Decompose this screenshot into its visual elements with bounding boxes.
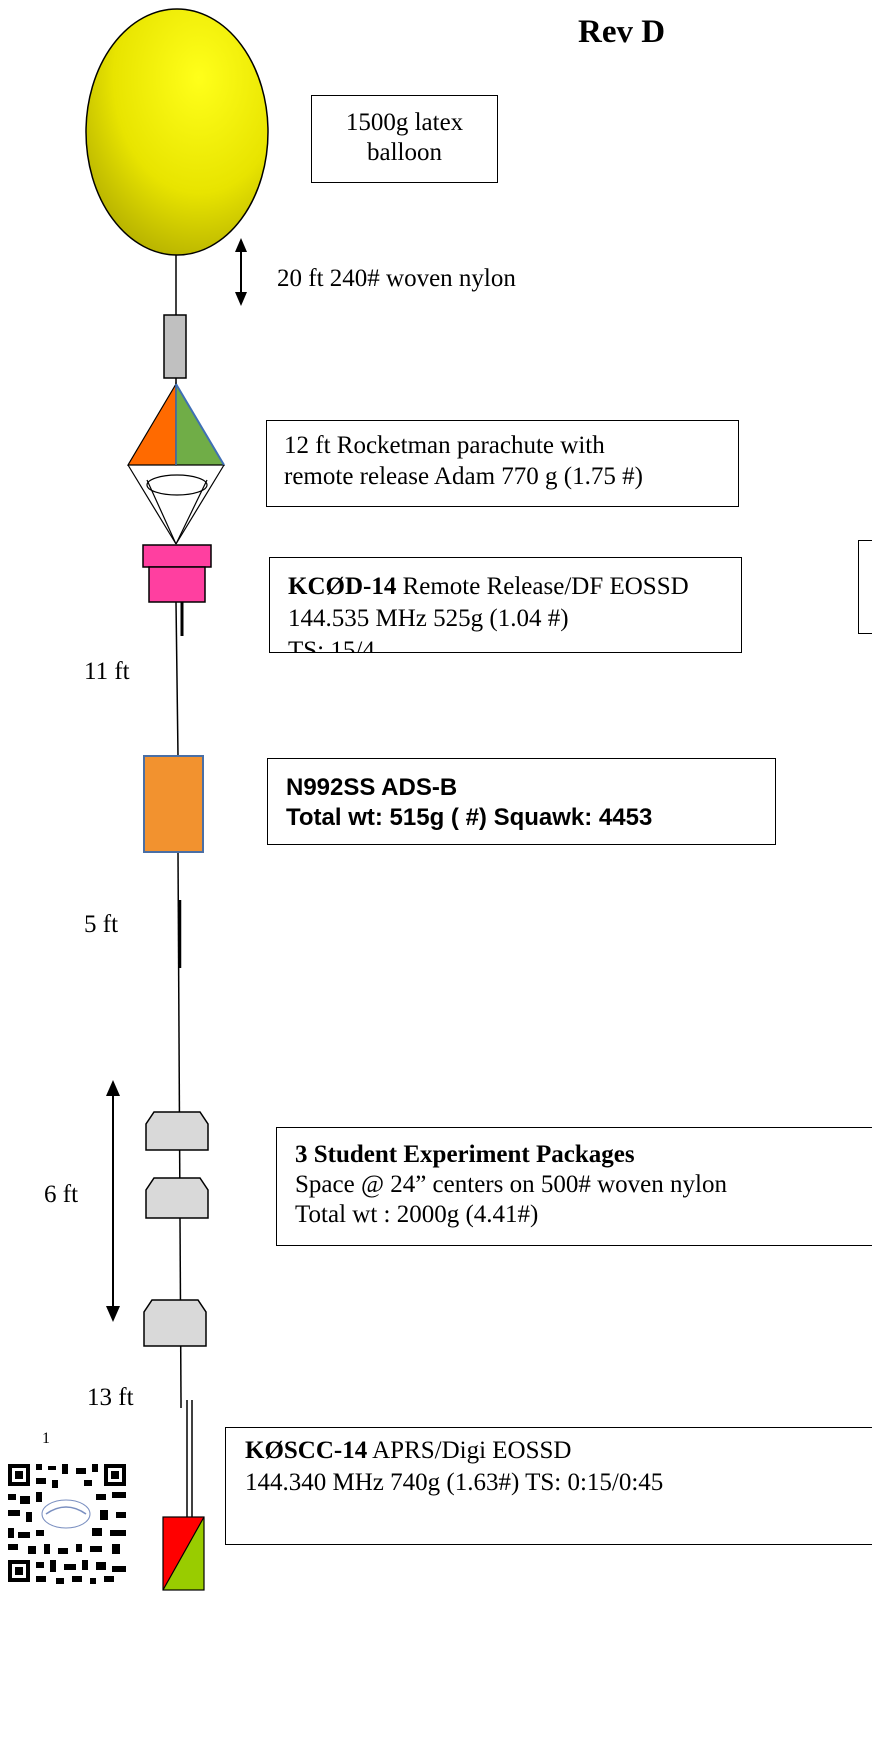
release-payload-box: KCØD-14 Remote Release/DF EOSSD 144.535 … xyxy=(269,557,742,653)
parachute-label-box: 12 ft Rocketman parachute with remote re… xyxy=(266,420,739,507)
length-arrow-6ft xyxy=(106,1080,120,1322)
aprs-payload-line1: KØSCC-14 APRS/Digi EOSSD xyxy=(245,1436,571,1466)
aprs-line1-rest: APRS/Digi EOSSD xyxy=(367,1437,572,1464)
aprs-callsign: KØSCC-14 xyxy=(245,1437,368,1464)
balloon xyxy=(85,8,269,256)
segment-label-5ft: 5 ft xyxy=(84,911,119,938)
page-number: 1 xyxy=(42,1430,50,1447)
parachute-label-line2: remote release Adam 770 g (1.75 #) xyxy=(284,463,643,490)
student-packages-line2: Space @ 24” centers on 500# woven nylon xyxy=(295,1171,727,1198)
tether-top-label: 20 ft 240# woven nylon xyxy=(277,265,516,292)
qr-code xyxy=(8,1464,126,1584)
segment-label-13ft: 13 ft xyxy=(87,1384,134,1411)
release-payload-line1: KCØD-14 Remote Release/DF EOSSD xyxy=(288,572,689,602)
aprs-payload-box: KØSCC-14 APRS/Digi EOSSD 144.340 MHz 740… xyxy=(225,1427,872,1545)
student-packages-box: 3 Student Experiment Packages Space @ 24… xyxy=(276,1127,872,1246)
swivel-connector xyxy=(163,314,187,379)
segment-label-6ft: 6 ft xyxy=(44,1181,79,1208)
main-tether-line xyxy=(175,601,179,757)
student-package xyxy=(143,1299,207,1347)
balloon-label-line2: balloon xyxy=(367,139,442,166)
student-packages-line3: Total wt : 2000g (4.41#) xyxy=(295,1201,539,1228)
segment-label-11ft: 11 ft xyxy=(84,658,130,685)
release-payload-line2: 144.535 MHz 525g (1.04 #) xyxy=(288,605,569,632)
offpage-box-edge xyxy=(858,540,872,634)
parachute xyxy=(126,381,226,545)
student-package xyxy=(145,1177,209,1219)
release-payload-line3: TS: 15/4 xyxy=(288,637,375,653)
adsb-payload-line1: N992SS ADS-B xyxy=(286,774,458,801)
adsb-payload-box: N992SS ADS-B Total wt: 515g ( #) Squawk:… xyxy=(267,758,776,845)
release-line1-rest: Remote Release/DF EOSSD xyxy=(396,573,689,600)
aprs-payload-shape xyxy=(162,1516,205,1591)
release-payload-shape xyxy=(142,544,212,636)
student-packages xyxy=(143,1111,209,1347)
release-callsign: KCØD-14 xyxy=(288,573,397,600)
student-packages-title: 3 Student Experiment Packages xyxy=(295,1141,635,1168)
parachute-label-line1: 12 ft Rocketman parachute with xyxy=(284,432,605,459)
adsb-payload-shape xyxy=(143,755,204,853)
adsb-payload-line2: Total wt: 515g ( #) Squawk: 4453 xyxy=(286,804,653,831)
balloon-label-line1: 1500g latex xyxy=(345,109,464,136)
revision-label: Rev D xyxy=(578,14,666,50)
balloon-label-box: 1500g latex balloon xyxy=(311,95,498,183)
length-arrow-top xyxy=(235,238,247,306)
aprs-payload-line2: 144.340 MHz 740g (1.63#) TS: 0:15/0:45 xyxy=(245,1469,664,1496)
student-package xyxy=(145,1111,209,1151)
